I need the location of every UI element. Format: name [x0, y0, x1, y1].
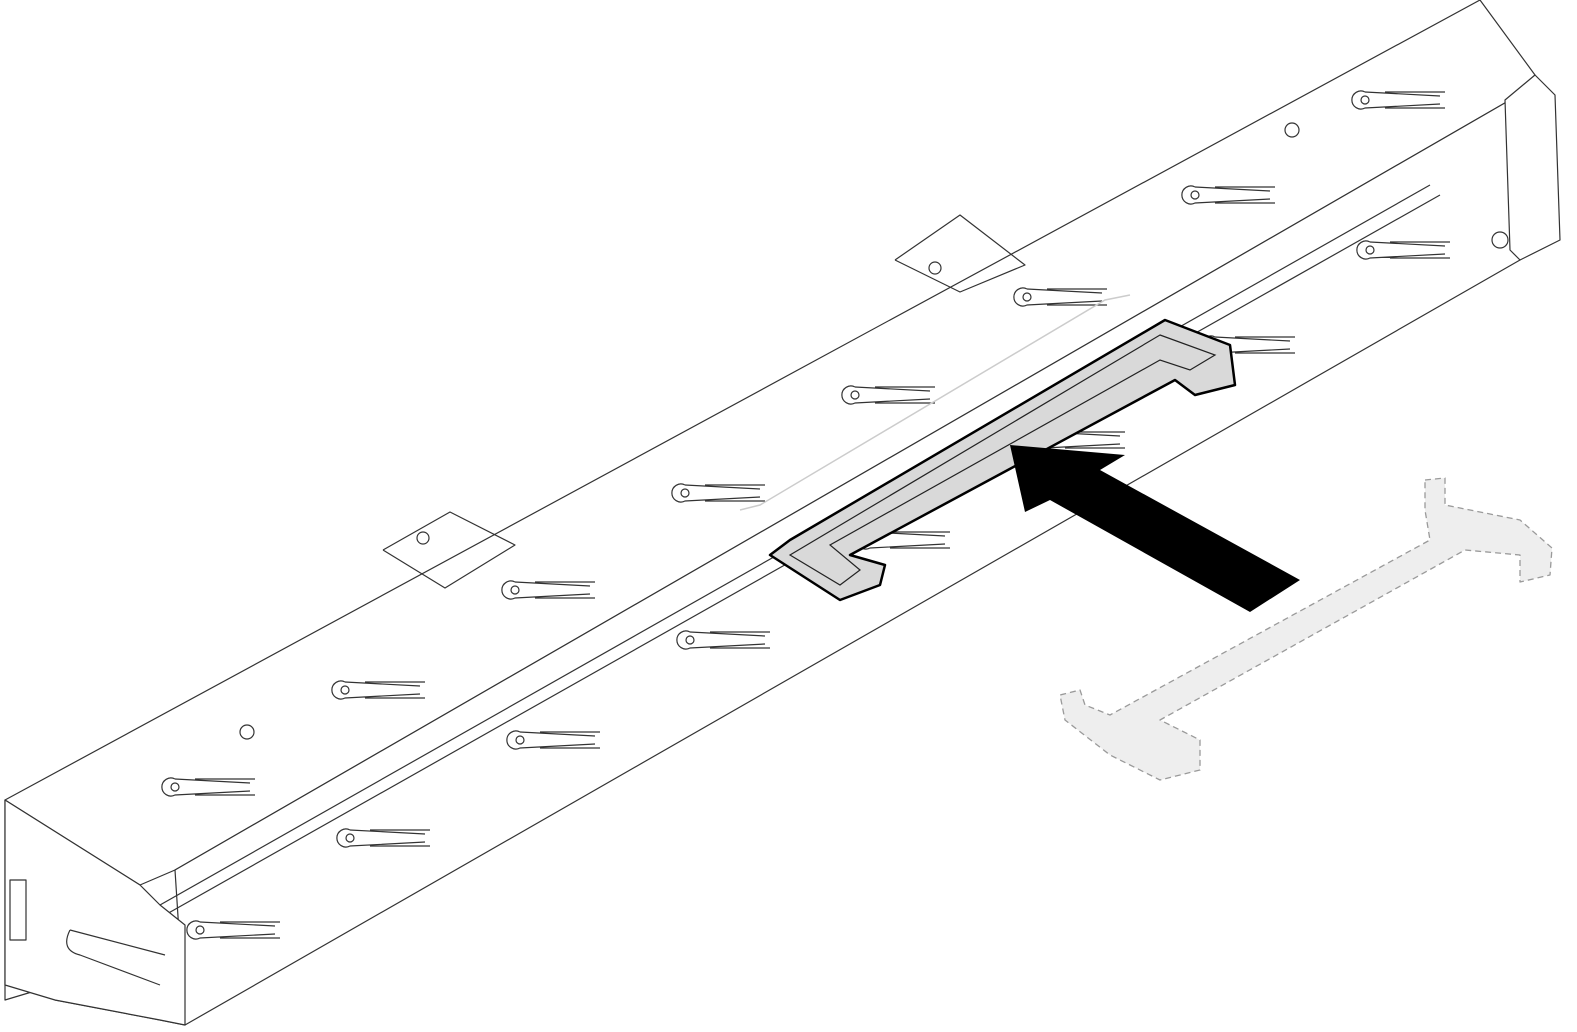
- keyhole-hole: [340, 685, 350, 695]
- keyhole-slot: [676, 630, 770, 650]
- keyhole-hole: [515, 735, 525, 745]
- keyhole-slot: [336, 828, 430, 848]
- tray-left-end: [4, 799, 186, 1026]
- keyhole-slot: [1013, 287, 1107, 307]
- keyhole-hole: [195, 925, 205, 935]
- keyhole-hole: [850, 390, 860, 400]
- ghost-handle-body: [1059, 477, 1553, 781]
- keyhole-hole: [685, 635, 695, 645]
- keyhole-hole: [1365, 245, 1375, 255]
- end-slot: [9, 879, 27, 941]
- handle-ghost: [1059, 477, 1553, 781]
- install-arrow-icon: [1010, 445, 1300, 612]
- handle-ghost-outline: [739, 294, 1131, 511]
- handle-installed: [739, 294, 1237, 602]
- tray-pin: [1491, 231, 1509, 249]
- tray-hole: [239, 724, 255, 740]
- bracket-tab-1: [894, 214, 1026, 293]
- handle-body: [768, 318, 1237, 602]
- keyhole-hole: [345, 833, 355, 843]
- handle-inner-groove: [788, 334, 1217, 586]
- keyhole-slot: [331, 680, 425, 700]
- keyhole-slot: [501, 580, 595, 600]
- keyhole-hole: [1190, 190, 1200, 200]
- keyhole-hole: [510, 585, 520, 595]
- keyhole-slot: [1351, 90, 1445, 110]
- keyhole-slot: [671, 483, 765, 503]
- tab-hole: [928, 261, 942, 275]
- keyhole-hole: [1022, 292, 1032, 302]
- tray: [4, 0, 1561, 1026]
- keyhole-slot: [506, 730, 600, 750]
- keyhole-slot: [841, 385, 935, 405]
- keyhole-slot: [1356, 240, 1450, 260]
- keyhole-hole: [170, 782, 180, 792]
- keyhole-hole: [680, 488, 690, 498]
- bracket-tab-2: [382, 511, 516, 589]
- keyhole-slot: [1181, 185, 1275, 205]
- keyhole-slot: [186, 920, 280, 940]
- tab-hole: [416, 531, 430, 545]
- end-latch: [66, 929, 166, 986]
- keyhole-hole: [1360, 95, 1370, 105]
- tray-top-face: [4, 0, 1536, 886]
- tray-hole: [1284, 122, 1300, 138]
- tray-right-end: [1504, 74, 1561, 261]
- keyhole-slot: [161, 777, 255, 797]
